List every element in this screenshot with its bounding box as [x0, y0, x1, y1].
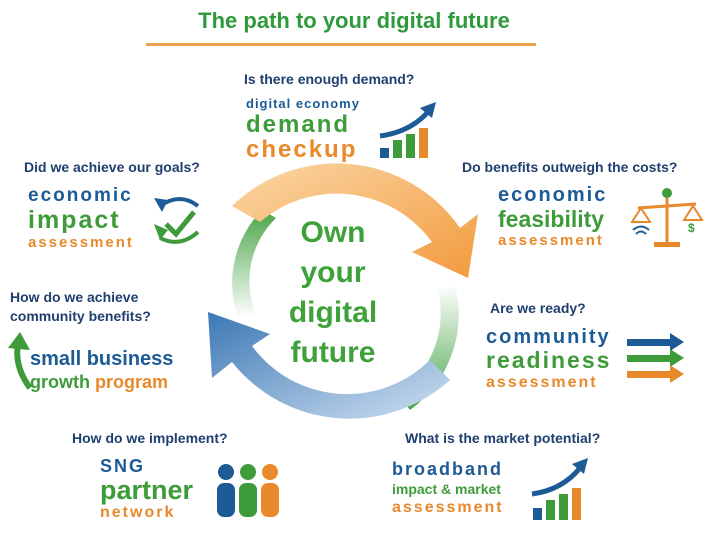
impact-line3: assessment — [28, 234, 134, 251]
triple-arrow-icon — [627, 333, 684, 383]
readiness-line2: readiness — [486, 347, 612, 373]
cycle-band-green-left — [232, 210, 276, 318]
people-icon — [217, 464, 279, 517]
broadband-line2: impact & market — [392, 481, 501, 497]
smallbiz-question-line1: How do we achieve — [10, 289, 139, 305]
smallbiz-line2: growth program — [30, 370, 173, 394]
smallbiz-logo: small business growth program — [30, 348, 173, 394]
smallbiz-question-line2: community benefits? — [10, 308, 151, 324]
feasibility-line3: assessment — [498, 232, 604, 249]
feasibility-question: Do benefits outweigh the costs? — [462, 159, 678, 175]
feasibility-line1: economic — [498, 184, 608, 206]
readiness-logo: community readiness assessment — [486, 326, 611, 393]
center-label: Own your digital future — [258, 213, 408, 373]
demand-line2: demand — [246, 111, 351, 138]
svg-text:$: $ — [688, 221, 695, 235]
broadband-logo: broadband impact & market assessment — [392, 458, 504, 518]
smallbiz-line2-a: growth — [30, 372, 90, 392]
impact-logo: economic impact assessment — [28, 186, 134, 252]
feasibility-logo: economic feasibility assessment — [498, 184, 607, 250]
cycle-arrow-orange — [232, 163, 478, 278]
demand-question: Is there enough demand? — [244, 71, 415, 87]
broadband-line1: broadband — [392, 459, 503, 479]
impact-question: Did we achieve our goals? — [24, 159, 200, 175]
demand-line3: checkup — [246, 136, 358, 163]
center-line: Own — [300, 216, 366, 249]
smallbiz-line1: small business — [30, 348, 174, 370]
title-underline — [146, 43, 536, 46]
demand-checkup-logo: digital economy demand checkup — [246, 96, 360, 163]
cycle-arrow-blue — [208, 312, 450, 419]
center-line: future — [290, 336, 376, 369]
center-line: your — [300, 256, 366, 289]
cycle-band-green-right — [398, 285, 459, 410]
partner-line2: partner — [100, 475, 194, 505]
readiness-line3: assessment — [486, 374, 598, 391]
check-cycle-icon — [154, 197, 200, 244]
feasibility-line2: feasibility — [498, 206, 605, 232]
page-title: The path to your digital future — [198, 8, 510, 33]
partner-line3: network — [100, 504, 176, 521]
smallbiz-question: How do we achieve community benefits? — [10, 288, 151, 326]
impact-line1: economic — [28, 185, 133, 206]
partner-question: How do we implement? — [72, 430, 228, 446]
broadband-line3: assessment — [392, 499, 504, 516]
broadband-question: What is the market potential? — [405, 430, 601, 446]
bar-chart-arrow-icon-2 — [531, 458, 588, 520]
readiness-question: Are we ready? — [490, 300, 586, 316]
growth-arrow-icon — [8, 332, 33, 390]
center-line: digital — [288, 296, 378, 329]
bar-chart-arrow-icon — [379, 102, 436, 158]
smallbiz-line2-b: program — [95, 372, 169, 392]
demand-line1: digital economy — [246, 96, 360, 111]
partner-logo: SNG partner network — [100, 456, 193, 522]
scale-icon: $ — [630, 188, 704, 247]
partner-line1: SNG — [100, 456, 146, 476]
impact-line2: impact — [28, 206, 121, 234]
readiness-line1: community — [486, 326, 611, 348]
